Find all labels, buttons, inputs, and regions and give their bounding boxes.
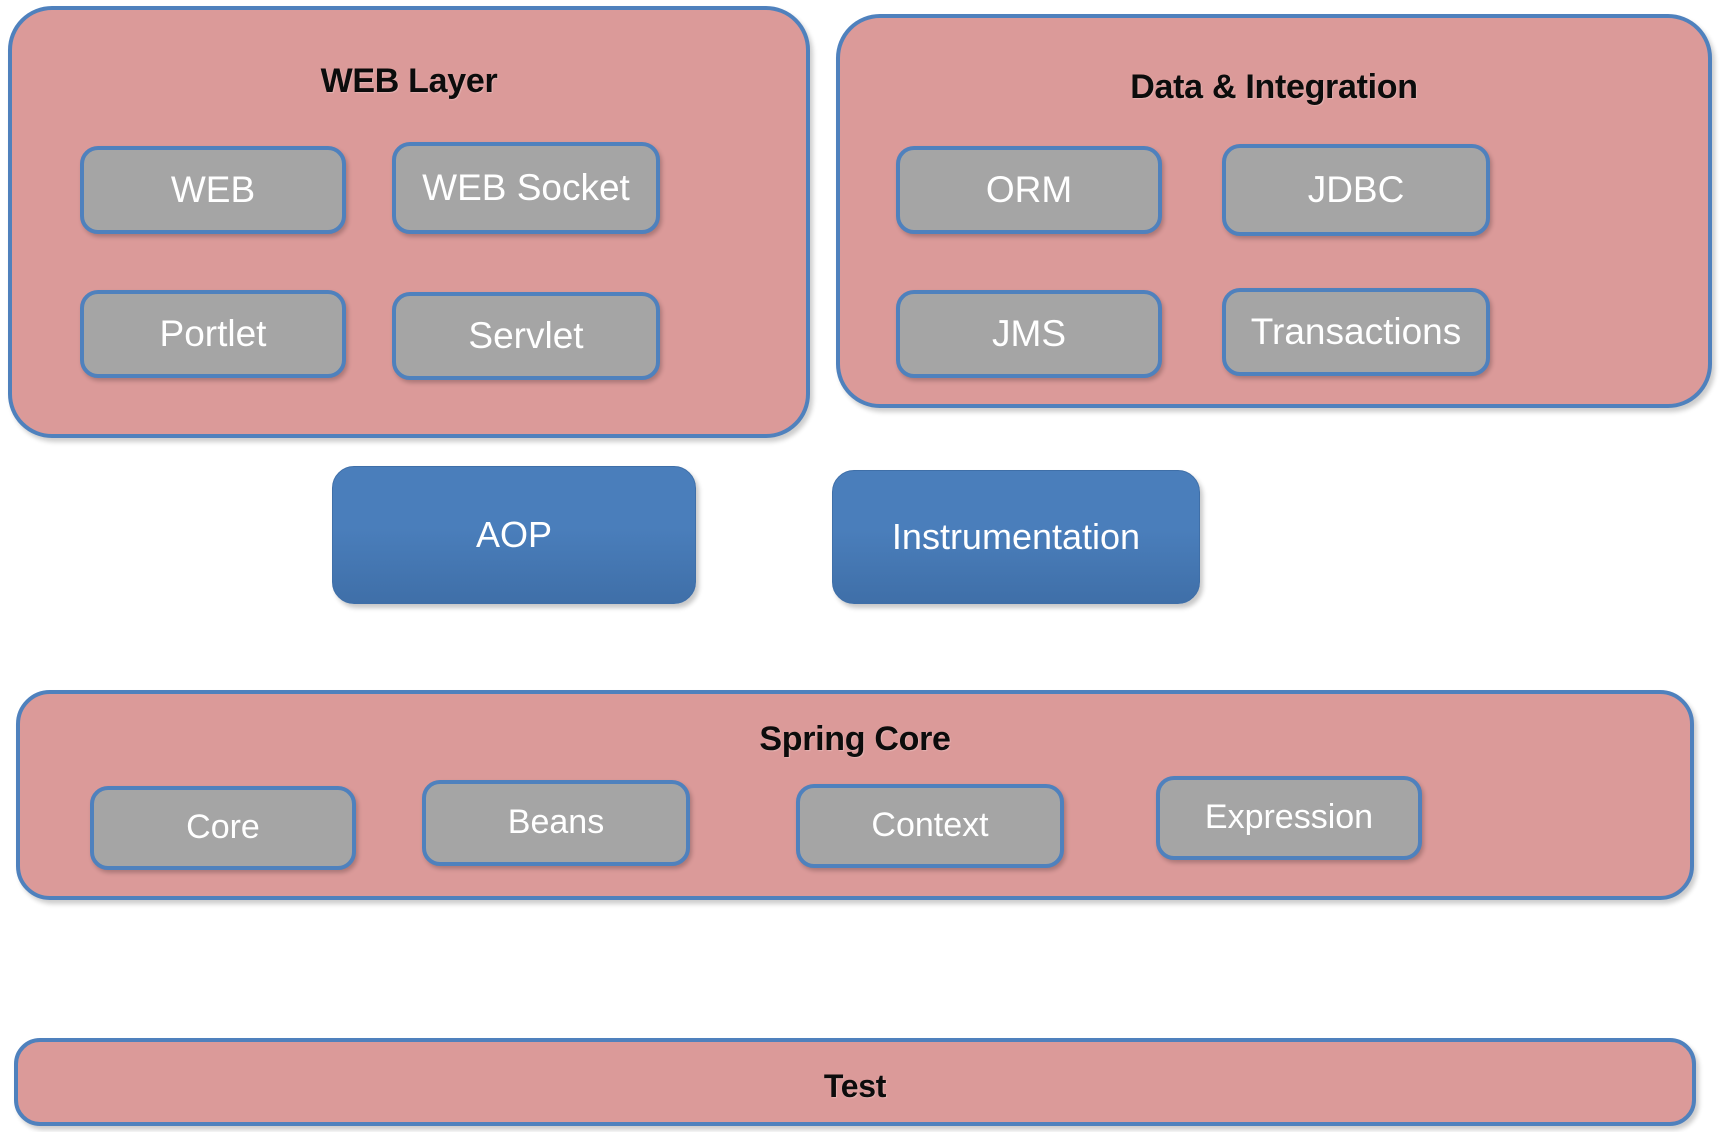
module-label: ORM — [985, 168, 1073, 210]
module-label: WEB — [170, 168, 256, 210]
panel-title-web-layer: WEB Layer — [320, 62, 498, 100]
module-web[interactable]: WEB — [80, 146, 346, 234]
module-jdbc[interactable]: JDBC — [1222, 144, 1490, 236]
module-label: WEB Socket — [422, 166, 630, 208]
module-label: Beans — [507, 803, 605, 842]
panel-title-spring-core: Spring Core — [759, 720, 951, 758]
module-jms[interactable]: JMS — [896, 290, 1162, 378]
module-label: Instrumentation — [891, 516, 1141, 557]
module-transactions[interactable]: Transactions — [1222, 288, 1490, 376]
panel-test-layer: Test — [14, 1038, 1696, 1126]
module-label: Expression — [1204, 798, 1374, 837]
module-label: Context — [871, 806, 989, 845]
module-beans[interactable]: Beans — [422, 780, 690, 866]
module-label: JDBC — [1307, 168, 1405, 210]
module-context[interactable]: Context — [796, 784, 1064, 868]
module-orm[interactable]: ORM — [896, 146, 1162, 234]
module-label: AOP — [475, 514, 553, 555]
module-web-socket[interactable]: WEB Socket — [392, 142, 660, 234]
module-label: Core — [186, 808, 260, 847]
module-label: Transactions — [1250, 310, 1462, 352]
module-label: Servlet — [468, 314, 584, 356]
panel-title-test: Test — [823, 1068, 887, 1104]
module-core[interactable]: Core — [90, 786, 356, 870]
module-expression[interactable]: Expression — [1156, 776, 1422, 860]
module-portlet[interactable]: Portlet — [80, 290, 346, 378]
panel-web-layer: WEB Layer WEB WEB Socket Portlet Servlet — [8, 6, 810, 438]
module-label: JMS — [992, 312, 1066, 354]
module-label: Portlet — [159, 312, 267, 354]
module-aop[interactable]: AOP — [332, 466, 696, 604]
panel-title-data-integration: Data & Integration — [1130, 68, 1418, 106]
module-servlet[interactable]: Servlet — [392, 292, 660, 380]
panel-spring-core: Spring Core Core Beans Context Expressio… — [16, 690, 1694, 900]
panel-data-integration: Data & Integration ORM JDBC JMS Transact… — [836, 14, 1712, 408]
module-instrumentation[interactable]: Instrumentation — [832, 470, 1200, 604]
